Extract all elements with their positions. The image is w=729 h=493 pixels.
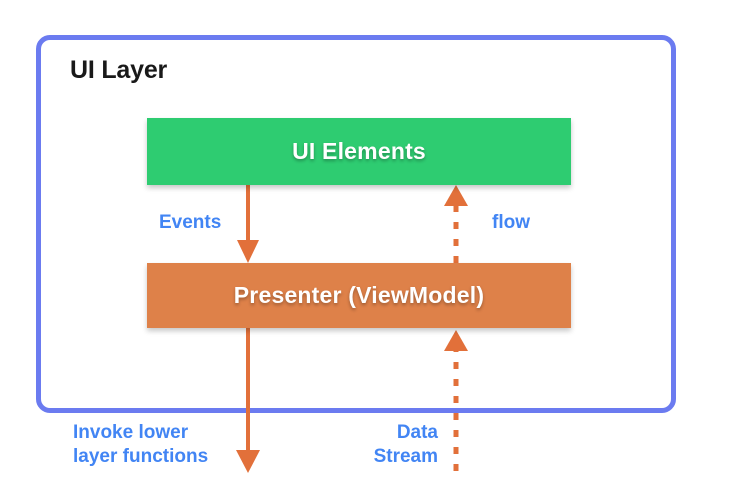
ui-layer-container [36,35,676,413]
connector-flow-arrow [444,185,468,263]
block-ui-elements[interactable]: UI Elements [147,118,571,185]
connector-data-stream-arrow [444,330,468,471]
connector-label-invoke-lower: Invoke lower layer functions [73,422,209,467]
page-title: UI Layer [70,56,168,84]
connector-label-flow: flow [492,212,530,233]
connector-label-data-stream: Data Stream [373,422,438,467]
block-presenter-label: Presenter (ViewModel) [233,282,485,308]
connector-label-events: Events [159,212,222,233]
block-ui-elements-label: UI Elements [292,138,426,164]
connector-invoke-lower-arrow [236,328,260,473]
connector-events-arrow [237,183,259,263]
block-presenter[interactable]: Presenter (ViewModel) [147,263,571,328]
